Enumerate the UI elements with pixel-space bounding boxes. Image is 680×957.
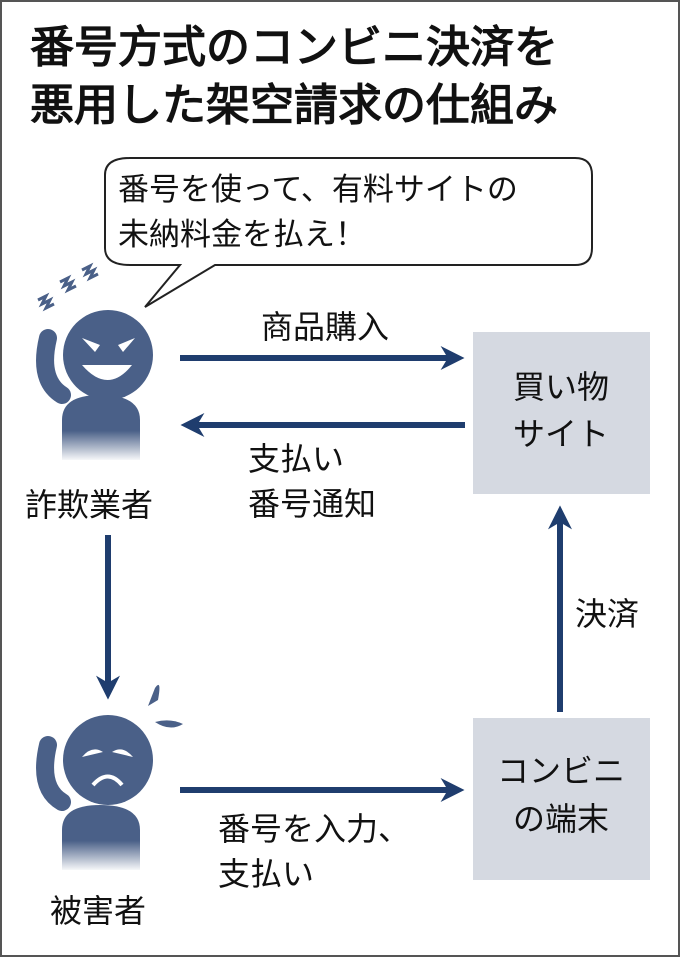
purchase-label: 商品購入 — [261, 308, 389, 346]
notify-label-line2: 番号通知 — [248, 485, 376, 523]
speech-line1: 番号を使って、有料サイトの — [118, 172, 518, 208]
settlement-label: 決済 — [575, 595, 639, 633]
fraudster-label: 詐欺業者 — [25, 486, 153, 524]
victim-figure-icon — [36, 684, 183, 870]
shop-site-box — [473, 332, 650, 494]
shop-site-line2: サイト — [513, 415, 609, 453]
convenience-terminal-box — [473, 718, 650, 880]
terminal-line2: の端末 — [513, 800, 609, 838]
input-label-line2: 支払い — [218, 855, 314, 893]
victim-label: 被害者 — [50, 892, 146, 930]
terminal-line1: コンビニ — [497, 752, 625, 790]
speech-line2: 未納料金を払え！ — [118, 217, 366, 253]
title-line1: 番号方式のコンビニ決済を — [30, 22, 558, 73]
notify-label-line1: 支払い — [248, 440, 344, 478]
input-label-line1: 番号を入力、 — [218, 810, 410, 848]
shop-site-line1: 買い物 — [513, 368, 609, 406]
fraudster-figure-icon — [36, 262, 153, 460]
speech-bubble: 番号を使って、有料サイトの 未納料金を払え！ — [104, 157, 593, 308]
title-line2: 悪用した架空請求の仕組み — [30, 80, 558, 131]
